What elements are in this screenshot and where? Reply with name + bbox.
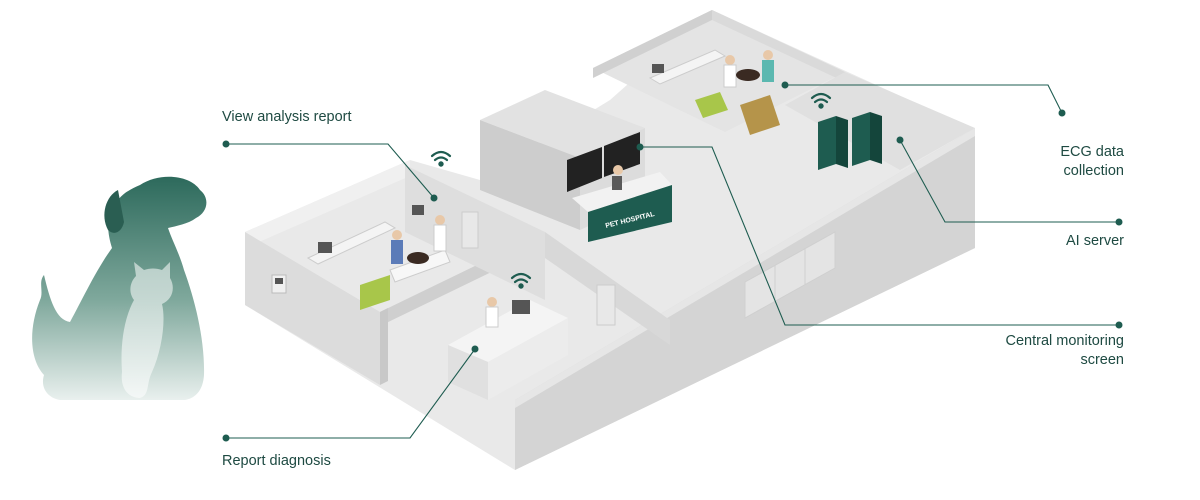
- wifi-icon: [430, 150, 452, 167]
- label-central-line1: Central monitoring: [1005, 333, 1124, 349]
- callout-ecg: [785, 84, 1063, 114]
- outer-wall-front-top: [515, 128, 975, 408]
- callout-dots: [222, 81, 1123, 442]
- reception-desk: PET HOSPITAL: [572, 165, 672, 242]
- label-ecg-line1: ECG data: [1060, 144, 1124, 160]
- monitor-screen-left: [567, 147, 602, 192]
- outer-wall-left: [245, 160, 410, 248]
- central-block-top: [480, 90, 645, 158]
- front-windows: [744, 231, 836, 319]
- exam-room-equipment: [271, 205, 479, 310]
- monitor-screen-right: [604, 132, 640, 177]
- label-central-monitoring-screen: Central monitoring screen: [1006, 332, 1124, 370]
- server-racks: [818, 112, 882, 170]
- partition-left-vert: [380, 308, 388, 385]
- ecg-room-equipment: [648, 49, 780, 135]
- label-view-analysis-report: View analysis report: [222, 109, 352, 125]
- label-ai-server: AI server: [1065, 233, 1124, 249]
- back-room-wall-right: [712, 10, 845, 82]
- building-floor: [245, 10, 975, 470]
- callout-central: [640, 146, 1119, 326]
- left-room-wall: [245, 232, 380, 385]
- central-block-left: [480, 120, 580, 230]
- callout-ai-server: [899, 139, 1119, 223]
- label-central-line2: screen: [1080, 352, 1124, 368]
- wifi-icon: [810, 92, 832, 109]
- dog-cat-silhouette-icon: [32, 176, 207, 400]
- label-ecg-line2: collection: [1063, 163, 1124, 179]
- wifi-icon: [510, 272, 532, 289]
- report-room-equipment: [448, 284, 616, 400]
- cat-silhouette-icon: [121, 262, 173, 398]
- callout-lines: [226, 84, 1119, 439]
- callout-report-diagnosis: [226, 348, 476, 439]
- callout-view-analysis: [226, 143, 435, 199]
- back-room-wall: [593, 10, 712, 78]
- label-report-diagnosis: Report diagnosis: [222, 453, 331, 469]
- label-ecg-data-collection: ECG data collection: [1060, 143, 1124, 181]
